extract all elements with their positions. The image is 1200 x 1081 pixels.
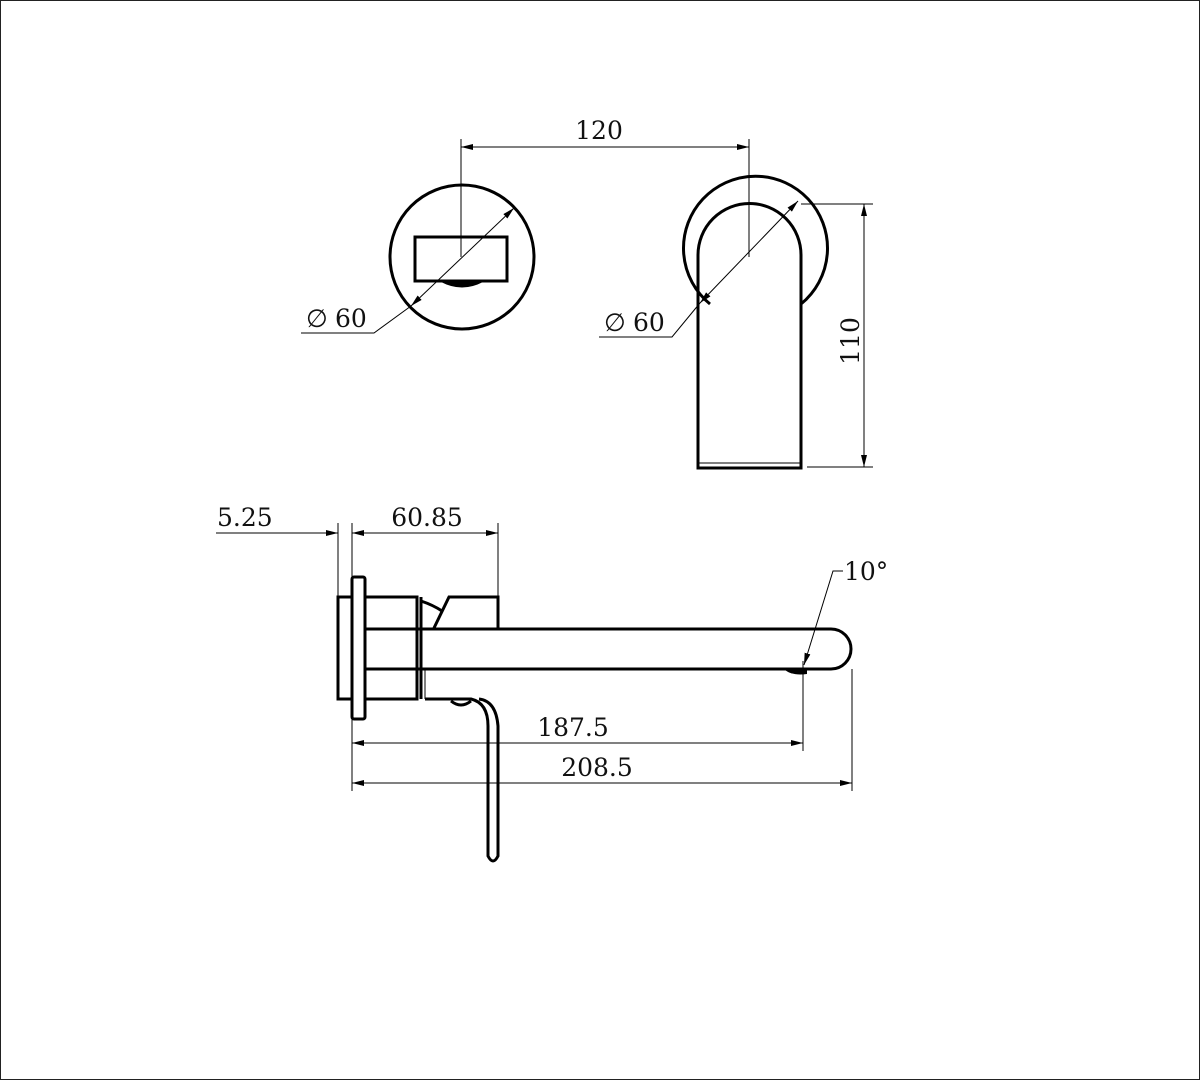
dimension-outlet-reach: 187.5 <box>351 661 804 791</box>
diameter-symbol: ∅ <box>604 308 626 337</box>
dimension-label: 187.5 <box>537 713 609 742</box>
dimension-label: 60.85 <box>391 503 463 532</box>
dimension-label: 5.25 <box>217 503 273 532</box>
dimension-label: 10° <box>844 557 888 586</box>
spout-front-view <box>682 174 829 470</box>
dimension-outlet-angle: 10° <box>803 557 888 666</box>
dimension-plate-thickness: 5.25 <box>216 503 353 597</box>
dimension-plate-diameter-right: ∅ 60 <box>599 200 799 338</box>
dimension-plate-diameter-left: ∅ 60 <box>301 207 515 334</box>
dimension-label: 110 <box>836 317 865 365</box>
dimension-spout-height: 110 <box>801 203 873 468</box>
dimension-spacing: 120 <box>460 116 750 257</box>
dimension-label: 60 <box>633 308 665 337</box>
dimension-label: 208.5 <box>561 753 633 782</box>
dimension-overall-reach: 208.5 <box>352 669 853 791</box>
diameter-symbol: ∅ <box>306 304 328 333</box>
dimension-label: 60 <box>335 304 367 333</box>
mixer-side-view <box>336 575 853 863</box>
dimension-label: 120 <box>575 116 623 145</box>
dimension-body-depth: 60.85 <box>352 503 499 597</box>
